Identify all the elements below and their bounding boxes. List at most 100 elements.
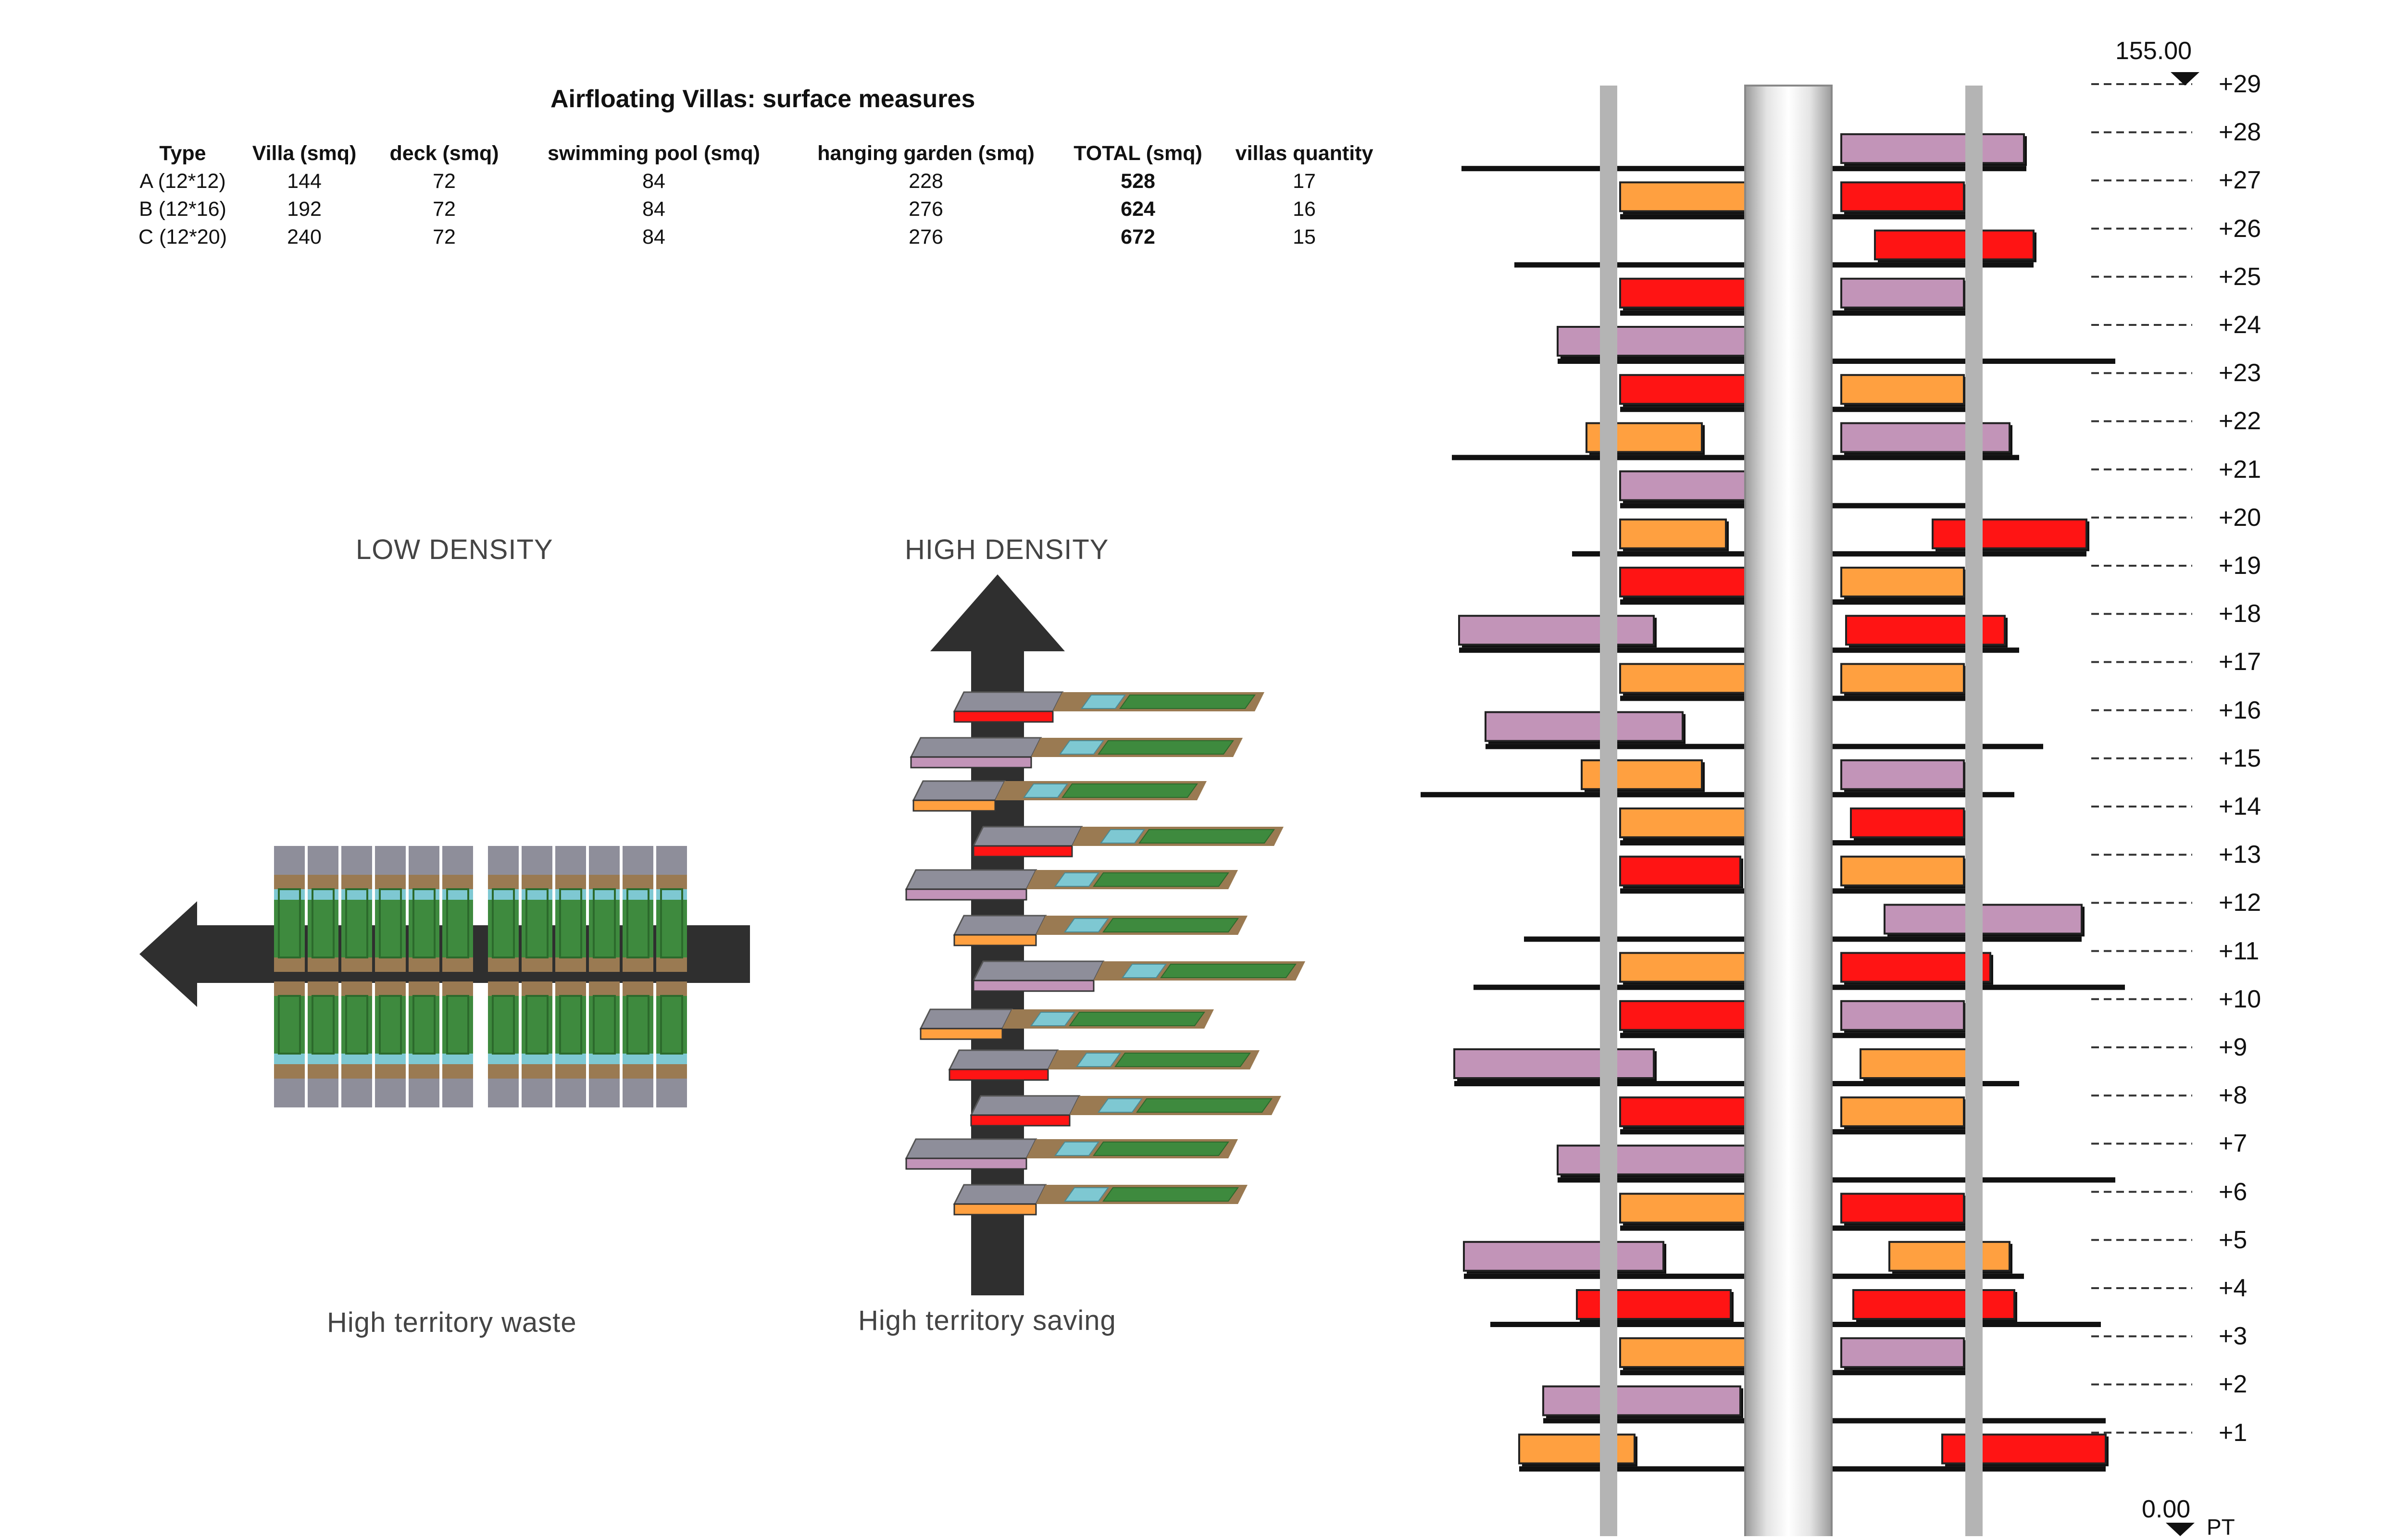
cell-type: B (12*16) xyxy=(139,197,226,221)
high-density-label: HIGH DENSITY xyxy=(905,534,1109,565)
villa-module xyxy=(1542,1385,1741,1416)
villa-module xyxy=(1619,1096,1746,1128)
floor-slab xyxy=(1464,1273,2024,1279)
villa-unit xyxy=(488,846,519,972)
level-label: +28 xyxy=(2219,118,2261,147)
level-label: +11 xyxy=(2219,937,2260,965)
villa-module xyxy=(1932,518,2087,549)
villa-unit xyxy=(656,981,687,1107)
left-column xyxy=(1600,86,1617,1536)
floor-slab xyxy=(1454,1081,2019,1086)
villa-module xyxy=(1840,374,1965,405)
table-title: Airfloating Villas: surface measures xyxy=(550,85,975,113)
low-density-caption: High territory waste xyxy=(327,1307,577,1338)
ground-label: PT xyxy=(2207,1515,2235,1540)
cell-type: A (12*12) xyxy=(139,169,226,193)
level-label: +13 xyxy=(2219,841,2261,869)
level-ticks xyxy=(2091,83,2192,1434)
cell-quantity: 16 xyxy=(1293,197,1316,221)
villa-unit xyxy=(555,846,586,972)
villa-module xyxy=(1557,1144,1746,1176)
villa-module xyxy=(1619,663,1746,694)
villa-module xyxy=(1884,904,2083,935)
villa-plate xyxy=(912,780,1207,812)
level-label: +1 xyxy=(2219,1418,2248,1447)
villa-unit xyxy=(442,846,473,972)
level-label: +15 xyxy=(2219,744,2261,772)
villa-unit xyxy=(375,846,406,972)
col-type: Type xyxy=(159,141,206,165)
cell-total: 624 xyxy=(1121,197,1155,221)
villa-unit xyxy=(442,981,473,1107)
villa-unit xyxy=(623,846,653,972)
level-label: +6 xyxy=(2219,1178,2248,1206)
villa-module xyxy=(1840,277,1965,309)
cell-garden: 228 xyxy=(909,169,943,193)
villa-plate xyxy=(905,1138,1238,1170)
villa-module xyxy=(1619,374,1746,405)
villa-unit xyxy=(589,981,620,1107)
col-pool: swimming pool (smq) xyxy=(548,141,760,165)
villa-unit xyxy=(522,981,552,1107)
tower-core xyxy=(1744,85,1833,1536)
floor-slab xyxy=(1421,792,2014,797)
level-label: +29 xyxy=(2219,70,2261,98)
cell-quantity: 17 xyxy=(1293,169,1316,193)
floor-slab xyxy=(1461,166,2026,172)
low-density-label: LOW DENSITY xyxy=(356,534,553,565)
level-label: +25 xyxy=(2219,262,2261,291)
level-label: +3 xyxy=(2219,1322,2248,1351)
villa-unit xyxy=(308,846,338,972)
villa-unit xyxy=(409,981,439,1107)
right-column xyxy=(1965,86,1983,1536)
villa-unit xyxy=(274,846,305,972)
level-label: +5 xyxy=(2219,1226,2248,1254)
villa-unit xyxy=(409,846,439,972)
level-label: +23 xyxy=(2219,359,2261,387)
floor-slab xyxy=(1452,455,2019,460)
villa-unit xyxy=(522,846,552,972)
table-row: C (12*20) 240 72 84 276 672 15 xyxy=(130,223,1392,251)
level-label: +26 xyxy=(2219,214,2261,243)
col-quantity: villas quantity xyxy=(1235,141,1374,165)
villa-module xyxy=(1619,1337,1746,1368)
villa-module xyxy=(1840,422,2010,453)
floor-slab xyxy=(1459,647,2019,653)
villa-module xyxy=(1619,518,1727,549)
villa-module xyxy=(1619,1192,1746,1224)
villa-unit xyxy=(274,981,305,1107)
cell-villa: 192 xyxy=(287,197,322,221)
table-header-row: Type Villa (smq) deck (smq) swimming poo… xyxy=(130,139,1392,167)
high-density-plates xyxy=(905,691,1305,1216)
level-label: +17 xyxy=(2219,648,2261,676)
villa-module xyxy=(1458,615,1655,646)
villa-plate xyxy=(905,869,1238,901)
top-elevation-marker-icon xyxy=(2171,72,2199,86)
villa-module xyxy=(1453,1048,1655,1079)
high-density-caption: High territory saving xyxy=(858,1305,1116,1336)
villa-module xyxy=(1840,1337,1965,1368)
villa-plate xyxy=(953,915,1248,946)
bottom-elevation: 0.00 xyxy=(2142,1495,2191,1523)
level-label: +27 xyxy=(2219,166,2261,195)
villa-plate xyxy=(948,1049,1260,1081)
level-label: +7 xyxy=(2219,1130,2248,1158)
table-row: A (12*12) 144 72 84 228 528 17 xyxy=(130,167,1392,195)
villa-module xyxy=(1874,229,2035,261)
villa-module xyxy=(1850,807,1965,838)
villa-module xyxy=(1840,856,1965,887)
villa-module xyxy=(1619,470,1746,501)
level-label: +16 xyxy=(2219,696,2261,724)
villa-unit xyxy=(555,981,586,1107)
villa-module xyxy=(1888,1241,2010,1272)
cell-pool: 84 xyxy=(642,225,665,248)
ground-marker-icon xyxy=(2166,1523,2195,1536)
villa-module xyxy=(1860,1048,1977,1079)
villa-module xyxy=(1840,181,1965,212)
villa-unit xyxy=(341,846,372,972)
villa-module xyxy=(1619,181,1746,212)
villa-unit xyxy=(341,981,372,1107)
